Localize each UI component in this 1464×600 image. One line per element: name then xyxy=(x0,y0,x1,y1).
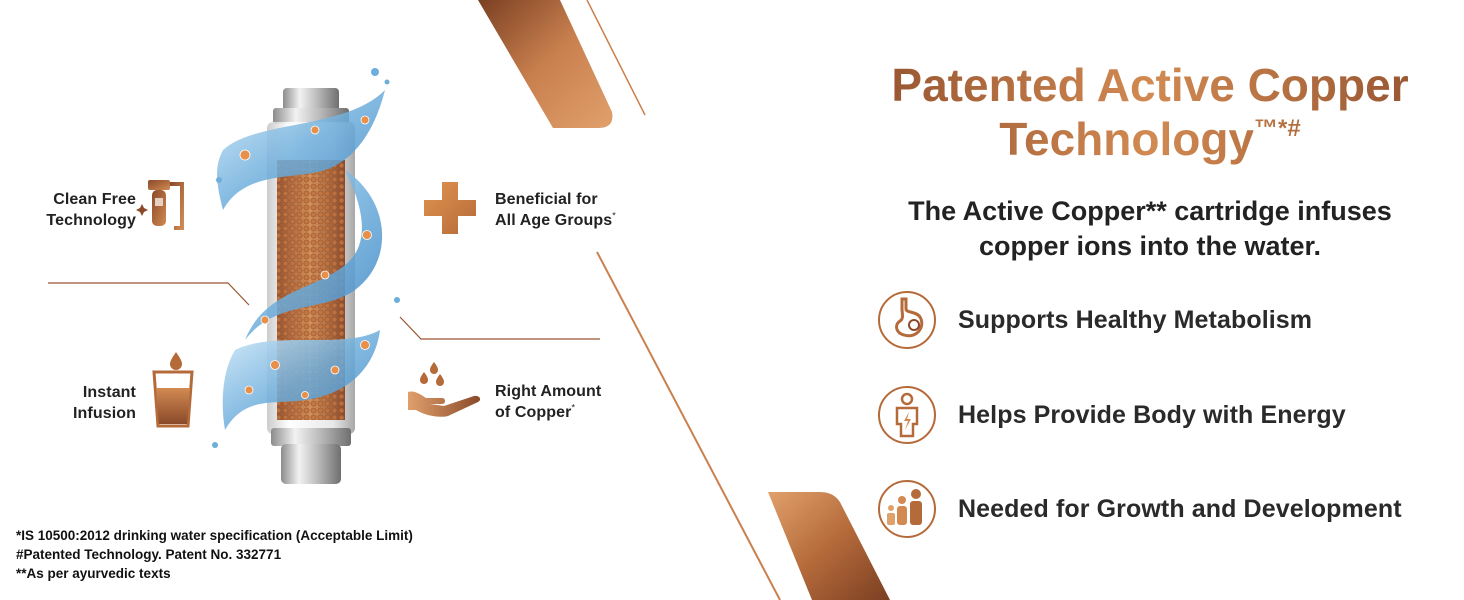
feature-label-line1: Clean Free xyxy=(53,191,136,208)
feature-label-line2: All Age Groups xyxy=(495,212,613,229)
subtitle: The Active Copper** cartridge infuses co… xyxy=(860,194,1440,264)
connector-line-right xyxy=(399,316,600,340)
feature-label-line1: Beneficial for xyxy=(495,191,598,208)
benefit-label: Needed for Growth and Development xyxy=(958,494,1402,523)
body-energy-icon xyxy=(878,386,936,444)
subtitle-line2: copper ions into the water. xyxy=(978,231,1322,261)
footnote-is-spec: *IS 10500:2012 drinking water specificat… xyxy=(16,528,413,543)
feature-label-line2: Technology xyxy=(46,212,136,229)
feature-beneficial-all-ages: Beneficial for All Age Groups* xyxy=(495,189,665,231)
benefit-label: Supports Healthy Metabolism xyxy=(958,305,1313,334)
benefit-item-energy: Helps Provide Body with Energy xyxy=(876,383,1456,447)
feature-label-line2: Infusion xyxy=(72,405,136,422)
top-thin-line xyxy=(586,0,646,116)
benefit-item-growth: Needed for Growth and Development xyxy=(876,477,1456,541)
connector-line-left xyxy=(48,282,250,306)
feature-label-sup: * xyxy=(612,210,616,221)
title-line2: Technology™*# xyxy=(820,112,1464,166)
page-title: Patented Active Copper Technology™*# xyxy=(820,58,1464,166)
long-diagonal-line xyxy=(596,251,781,600)
feature-right-amount-copper: Right Amount of Copper* xyxy=(495,381,645,423)
family-growth-icon xyxy=(878,480,936,538)
hand-drops-icon xyxy=(408,362,481,417)
footnotes: *IS 10500:2012 drinking water specificat… xyxy=(16,526,516,583)
title-line1: Patented Active Copper xyxy=(820,58,1464,112)
benefit-item-metabolism: Supports Healthy Metabolism xyxy=(876,288,1456,352)
feature-label-line1: Right Amount xyxy=(495,383,602,400)
benefit-label: Helps Provide Body with Energy xyxy=(958,400,1346,429)
footnote-patent: #Patented Technology. Patent No. 332771 xyxy=(16,547,282,562)
faucet-filter-icon xyxy=(136,180,184,230)
stomach-icon xyxy=(878,291,936,349)
subtitle-line1: The Active Copper** cartridge infuses xyxy=(908,196,1392,226)
top-copper-band xyxy=(478,0,613,128)
footnote-ayurvedic: **As per ayurvedic texts xyxy=(16,566,171,581)
bottom-copper-band xyxy=(768,492,890,600)
feature-instant-infusion: Instant Infusion xyxy=(38,382,136,424)
copper-cartridge-icon xyxy=(212,68,400,484)
plus-cross-icon xyxy=(424,182,476,234)
feature-clean-free: Clean Free Technology xyxy=(36,189,136,231)
feature-label-line1: Instant xyxy=(82,384,136,401)
feature-label-sup: * xyxy=(571,402,576,413)
feature-label-line2: of Copper xyxy=(495,404,572,421)
title-trademark: ™*# xyxy=(1254,115,1301,142)
title-line2-text: Technology xyxy=(999,113,1255,165)
water-glass-icon xyxy=(152,352,194,428)
